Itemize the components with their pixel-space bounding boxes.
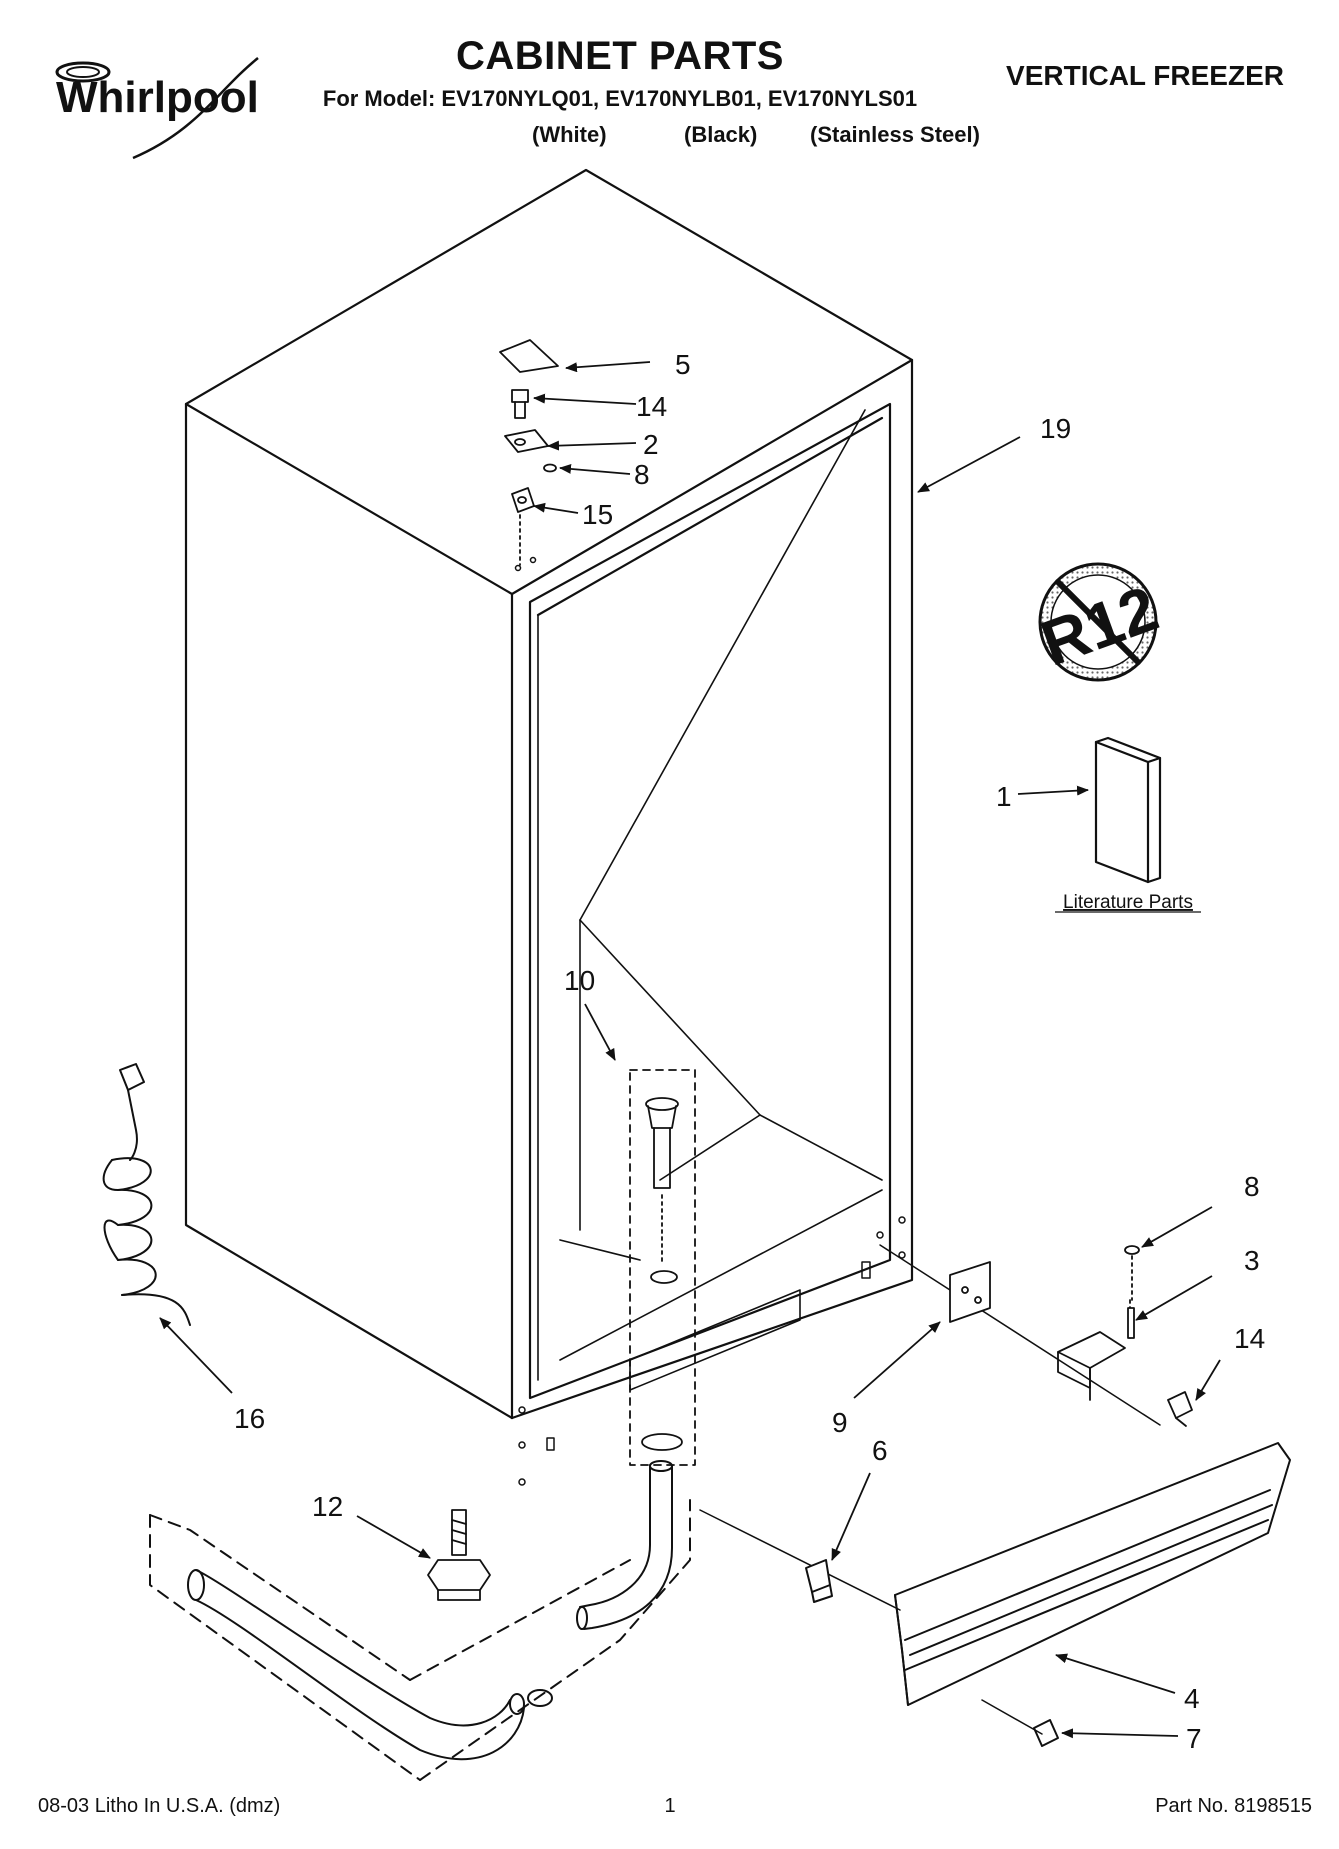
arrow-2	[547, 440, 637, 451]
page-title: CABINET PARTS	[456, 34, 784, 78]
variant-stainless: (Stainless Steel)	[810, 122, 980, 147]
callout-8-top: 8	[634, 459, 650, 490]
callout-5: 5	[675, 349, 691, 380]
arrow-9	[853, 1321, 941, 1399]
callout-9: 9	[832, 1407, 848, 1438]
arrow-16	[159, 1317, 233, 1394]
callout-12: 12	[312, 1491, 343, 1522]
callout-8-right: 8	[1244, 1171, 1260, 1202]
arrow-10	[584, 1003, 616, 1061]
model-list: For Model: EV170NYLQ01, EV170NYLB01, EV1…	[322, 86, 918, 111]
arrow-7	[1061, 1728, 1179, 1739]
whirlpool-logo: Whirlpool	[55, 57, 259, 160]
no-r12-symbol: R12	[1032, 562, 1167, 682]
part-number: Part No. 8198515	[1155, 1795, 1312, 1817]
callout-15: 15	[582, 499, 613, 530]
callout-3: 3	[1244, 1245, 1260, 1276]
callout-10: 10	[564, 965, 595, 996]
product-category: VERTICAL FREEZER	[1006, 60, 1284, 91]
arrow-8-right	[1141, 1206, 1213, 1248]
callout-arrows	[159, 361, 1221, 1739]
arrow-12	[356, 1515, 431, 1559]
literature-parts-label: Literature Parts	[1063, 892, 1193, 913]
arrow-5	[565, 361, 651, 373]
callout-6: 6	[872, 1435, 888, 1466]
page-number: 1	[664, 1795, 676, 1817]
toe-grille	[699, 1442, 1291, 1747]
arrow-14-top	[533, 393, 637, 405]
top-hinge-assembly	[499, 339, 559, 566]
arrow-8-top	[559, 463, 631, 475]
arrow-4	[1055, 1653, 1176, 1694]
bottom-hinge-assembly	[879, 1244, 1193, 1427]
leveling-leg	[427, 1509, 491, 1601]
variant-labels: (White) (Black) (Stainless Steel)	[300, 122, 980, 152]
power-cord	[102, 1063, 191, 1326]
callout-1: 1	[996, 781, 1012, 812]
arrow-14-right	[1195, 1359, 1221, 1401]
literature-book-icon	[1094, 736, 1162, 884]
variant-black: (Black)	[684, 122, 758, 147]
callout-labels: 5 14 2 8 15 19 1 10 8 3 14 9 6 16 12 4 7	[234, 349, 1265, 1754]
variant-white: (White)	[532, 122, 607, 147]
callout-19: 19	[1040, 413, 1071, 444]
arrow-1	[1017, 785, 1089, 796]
cabinet-body	[184, 168, 914, 1486]
callout-4: 4	[1184, 1683, 1200, 1714]
callout-14-right: 14	[1234, 1323, 1265, 1354]
drain-hose	[149, 1460, 691, 1781]
arrow-6	[831, 1472, 871, 1561]
arrow-19	[917, 436, 1021, 493]
brand-logo-wordmark: Whirlpool	[56, 73, 259, 122]
arrow-15	[533, 502, 579, 514]
footer-print-info: 08-03 Litho In U.S.A. (dmz)	[38, 1795, 281, 1817]
arrow-3	[1135, 1275, 1213, 1321]
callout-7: 7	[1186, 1723, 1202, 1754]
callout-2: 2	[643, 429, 659, 460]
callout-14-top: 14	[636, 391, 667, 422]
callout-16: 16	[234, 1403, 265, 1434]
drain-tube-kit	[629, 1069, 696, 1466]
